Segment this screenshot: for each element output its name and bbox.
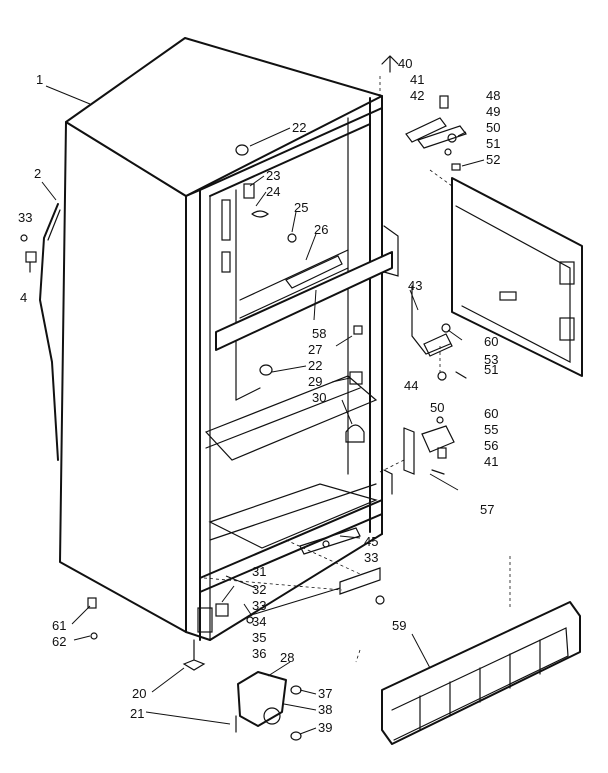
callout-33-right: 33 bbox=[364, 550, 378, 565]
callout-35: 35 bbox=[252, 630, 266, 645]
callout-33-left: 33 bbox=[18, 210, 32, 225]
callout-28: 28 bbox=[280, 650, 294, 665]
callout-61: 61 bbox=[52, 618, 66, 633]
callout-41-bottom: 41 bbox=[484, 454, 498, 469]
callout-36: 36 bbox=[252, 646, 266, 661]
part-2-rod bbox=[39, 203, 61, 461]
callout-26: 26 bbox=[314, 222, 328, 237]
callout-21: 21 bbox=[130, 706, 144, 721]
callout-38: 38 bbox=[318, 702, 332, 717]
callout-34: 34 bbox=[252, 614, 266, 629]
callout-57: 57 bbox=[480, 502, 494, 517]
callout-labels: 1 2 4 20 21 22 22 23 24 25 26 27 28 29 3… bbox=[18, 56, 500, 735]
callout-44: 44 bbox=[404, 378, 418, 393]
callout-24: 24 bbox=[266, 184, 280, 199]
cabinet-shell bbox=[59, 37, 399, 641]
callout-59: 59 bbox=[392, 618, 406, 633]
callout-50-top: 50 bbox=[486, 120, 500, 135]
left-screw-parts bbox=[20, 234, 37, 273]
callout-30: 30 bbox=[312, 390, 326, 405]
callout-23: 23 bbox=[266, 168, 280, 183]
callout-20: 20 bbox=[132, 686, 146, 701]
lower-parts bbox=[87, 527, 385, 741]
assembly-lines bbox=[203, 76, 511, 663]
callout-50-mid: 50 bbox=[430, 400, 444, 415]
part-59-grille bbox=[381, 601, 581, 745]
callout-40: 40 bbox=[398, 56, 412, 71]
callout-58: 58 bbox=[312, 326, 326, 341]
callout-62: 62 bbox=[52, 634, 66, 649]
callout-32: 32 bbox=[252, 582, 266, 597]
callout-56: 56 bbox=[484, 438, 498, 453]
callout-2: 2 bbox=[34, 166, 41, 181]
callout-43: 43 bbox=[408, 278, 422, 293]
top-hinge-parts bbox=[381, 55, 467, 171]
callout-60-mid: 60 bbox=[484, 334, 498, 349]
callout-22-mid: 22 bbox=[308, 358, 322, 373]
callout-22-top: 22 bbox=[292, 120, 306, 135]
callout-39: 39 bbox=[318, 720, 332, 735]
callout-37: 37 bbox=[318, 686, 332, 701]
part-52-door bbox=[451, 177, 583, 377]
lower-hinge-parts bbox=[403, 416, 455, 475]
leader-lines bbox=[41, 85, 485, 735]
callout-49: 49 bbox=[486, 104, 500, 119]
middle-hinge-parts bbox=[411, 285, 467, 381]
callout-51-mid: 51 bbox=[484, 362, 498, 377]
callout-25: 25 bbox=[294, 200, 308, 215]
callout-1: 1 bbox=[36, 72, 43, 87]
callout-41-top: 41 bbox=[410, 72, 424, 87]
callout-53: 53 bbox=[484, 352, 498, 367]
callout-33-bottom: 33 bbox=[252, 598, 266, 613]
callout-51-top: 51 bbox=[486, 136, 500, 151]
callout-42: 42 bbox=[410, 88, 424, 103]
callout-48: 48 bbox=[486, 88, 500, 103]
callout-4: 4 bbox=[20, 290, 27, 305]
callout-52: 52 bbox=[486, 152, 500, 167]
callout-29: 29 bbox=[308, 374, 322, 389]
callout-45: 45 bbox=[364, 534, 378, 549]
callout-60-low: 60 bbox=[484, 406, 498, 421]
callout-55: 55 bbox=[484, 422, 498, 437]
callout-31: 31 bbox=[252, 564, 266, 579]
callout-27: 27 bbox=[308, 342, 322, 357]
